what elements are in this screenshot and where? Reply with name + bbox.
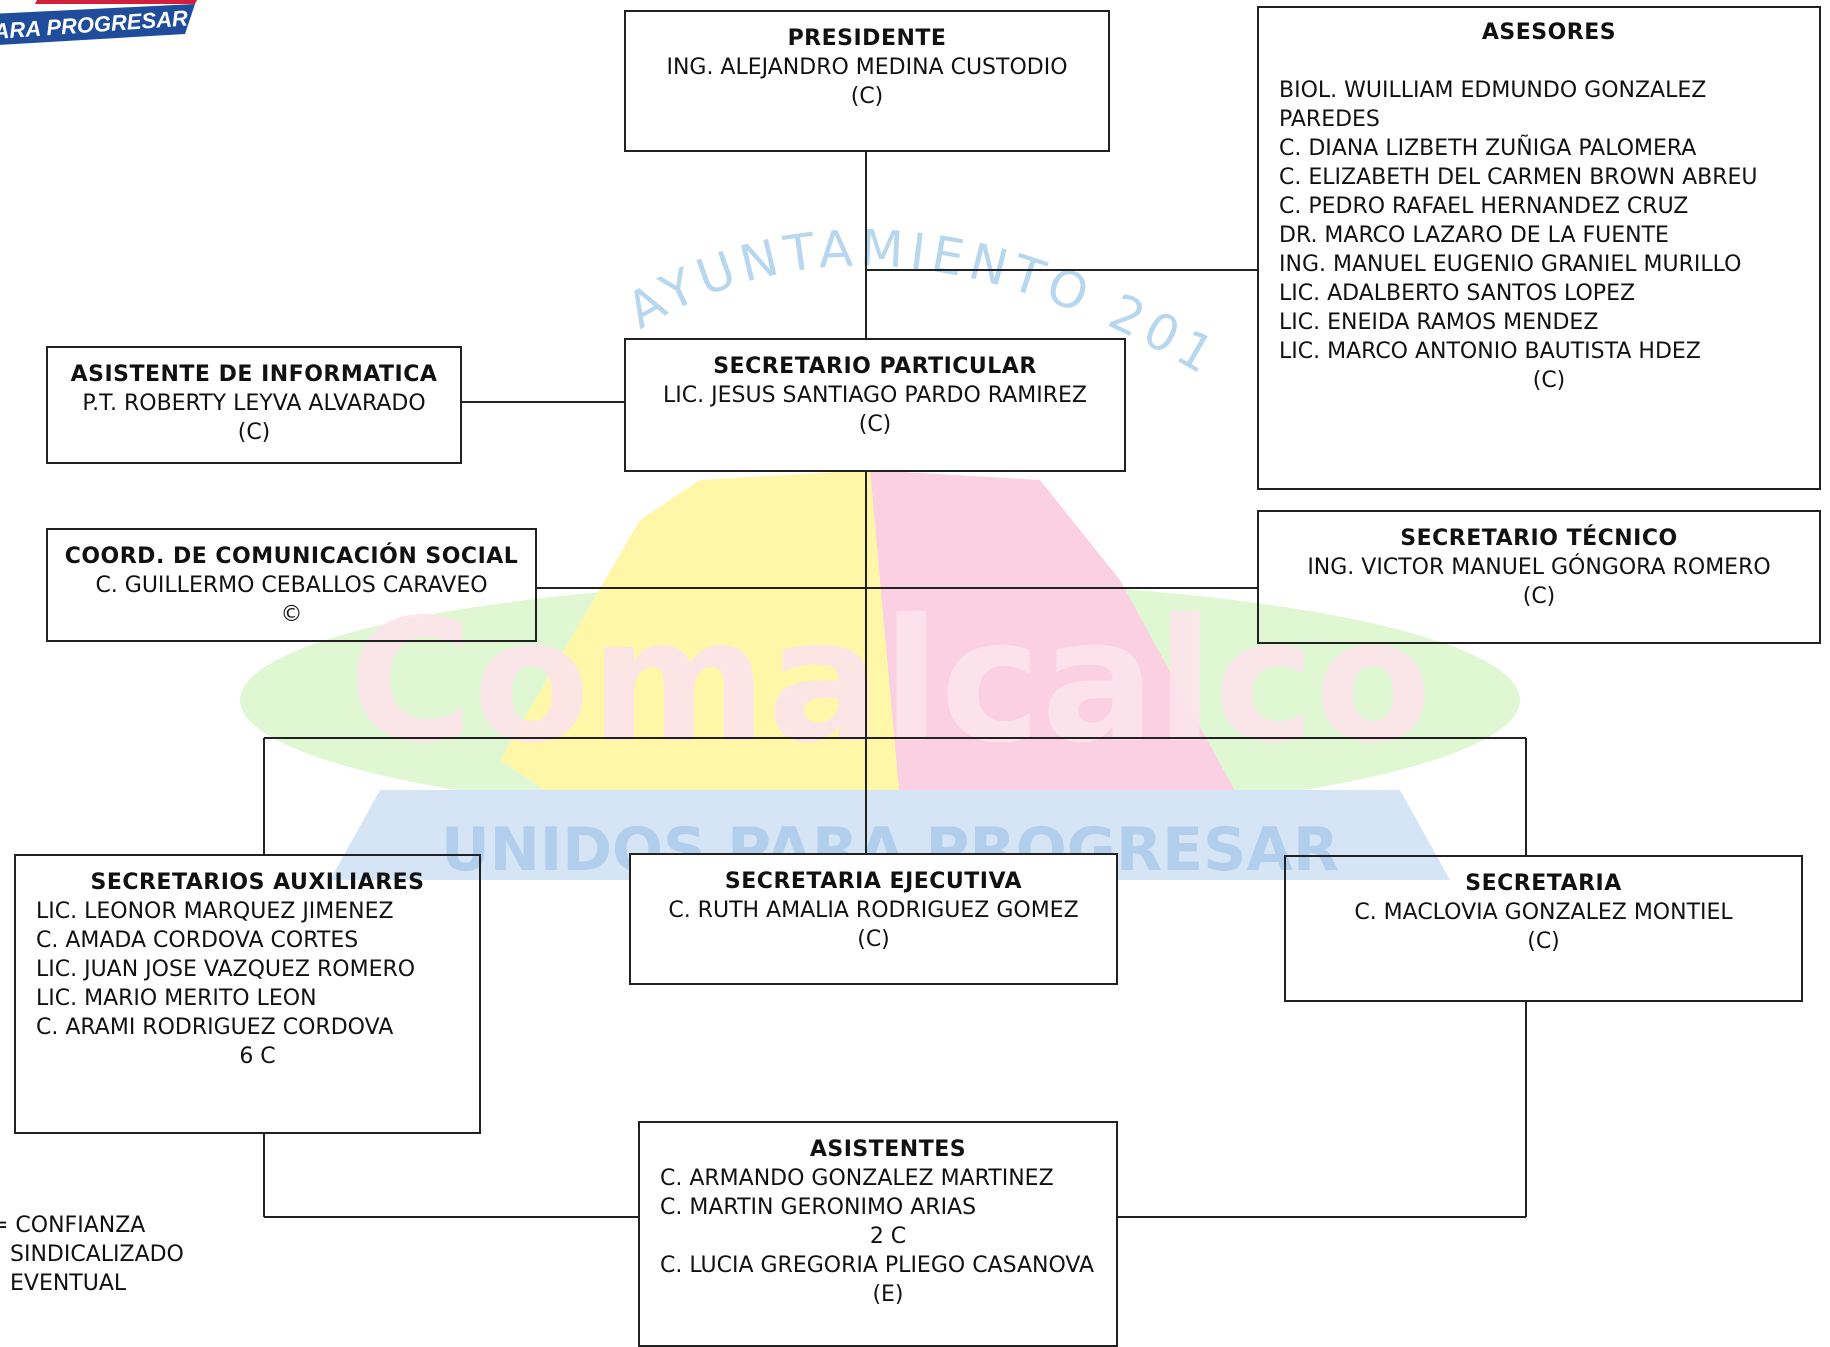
- ejecutiva-title: SECRETARIA EJECUTIVA: [724, 869, 1023, 894]
- watermark-yellow-pyramid: [500, 470, 900, 800]
- asesores-member: C. PEDRO RAFAEL HERNANDEZ CRUZ: [1279, 194, 1689, 219]
- secretaria-status: (C): [1527, 929, 1560, 954]
- legend-item-eventual: EVENTUAL: [10, 1271, 127, 1296]
- box-asesores: ASESORES BIOL. WUILLIAM EDMUNDO GONZALEZ…: [1257, 6, 1821, 490]
- legend: = CONFIANZA SINDICALIZADO EVENTUAL: [0, 1211, 184, 1298]
- comunicacion-title: COORD. DE COMUNICACIÓN SOCIAL: [64, 544, 519, 569]
- asesores-title: ASESORES: [1481, 20, 1617, 45]
- asesores-member: ING. MANUEL EUGENIO GRANIEL MURILLO: [1279, 252, 1742, 277]
- auxiliares-member: LIC. MARIO MERITO LEON: [36, 986, 317, 1011]
- box-secretario-particular: SECRETARIO PARTICULAR LIC. JESUS SANTIAG…: [624, 338, 1126, 472]
- watermark-big-text: Comalcalco: [348, 583, 1431, 781]
- auxiliares-member: LIC. LEONOR MARQUEZ JIMENEZ: [36, 899, 394, 924]
- asistentes-member: C. ARMANDO GONZALEZ MARTINEZ: [660, 1166, 1054, 1191]
- asistentes-eventual-name: C. LUCIA GREGORIA PLIEGO CASANOVA: [660, 1253, 1095, 1278]
- tecnico-name: ING. VICTOR MANUEL GÓNGORA ROMERO: [1307, 555, 1771, 580]
- box-secretario-tecnico: SECRETARIO TÉCNICO ING. VICTOR MANUEL GÓ…: [1257, 510, 1821, 644]
- auxiliares-title: SECRETARIOS AUXILIARES: [90, 870, 425, 895]
- presidente-status: (C): [850, 84, 884, 109]
- asesores-member: LIC. ADALBERTO SANTOS LOPEZ: [1279, 281, 1636, 306]
- ejecutiva-name: C. RUTH AMALIA RODRIGUEZ GOMEZ: [668, 898, 1079, 923]
- box-secretaria: SECRETARIA C. MACLOVIA GONZALEZ MONTIEL …: [1284, 855, 1803, 1002]
- ejecutiva-status: (C): [857, 927, 890, 952]
- auxiliares-member: LIC. JUAN JOSE VAZQUEZ ROMERO: [36, 957, 416, 982]
- box-comunicacion-social: COORD. DE COMUNICACIÓN SOCIAL C. GUILLER…: [46, 528, 537, 642]
- asesores-status: (C): [1532, 368, 1566, 393]
- asesores-member: C. ELIZABETH DEL CARMEN BROWN ABREU: [1279, 165, 1758, 190]
- asesores-member: LIC. ENEIDA RAMOS MENDEZ: [1279, 310, 1599, 335]
- particular-name: LIC. JESUS SANTIAGO PARDO RAMIREZ: [663, 383, 1087, 408]
- asesores-member: LIC. MARCO ANTONIO BAUTISTA HDEZ: [1279, 339, 1701, 364]
- tecnico-status: (C): [1522, 584, 1556, 609]
- particular-title: SECRETARIO PARTICULAR: [713, 354, 1037, 379]
- asistentes-eventual-status: (E): [872, 1282, 904, 1307]
- auxiliares-member: C. ARAMI RODRIGUEZ CORDOVA: [36, 1015, 394, 1040]
- presidente-name: ING. ALEJANDRO MEDINA CUSTODIO: [666, 55, 1068, 80]
- asistentes-member: C. MARTIN GERONIMO ARIAS: [660, 1195, 977, 1220]
- auxiliares-member: C. AMADA CORDOVA CORTES: [36, 928, 359, 953]
- legend-item-confianza: = CONFIANZA: [0, 1213, 146, 1238]
- box-asistente-informatica: ASISTENTE DE INFORMATICA P.T. ROBERTY LE…: [46, 346, 462, 464]
- auxiliares-count: 6 C: [239, 1044, 276, 1069]
- tecnico-title: SECRETARIO TÉCNICO: [1400, 526, 1678, 551]
- comunicacion-status: ©: [280, 602, 303, 627]
- comunicacion-name: C. GUILLERMO CEBALLOS CARAVEO: [95, 573, 488, 598]
- logo-red-bar: [35, 0, 197, 4]
- presidente-title: PRESIDENTE: [787, 26, 947, 51]
- box-secretaria-ejecutiva: SECRETARIA EJECUTIVA C. RUTH AMALIA RODR…: [629, 853, 1118, 985]
- watermark-pink-pyramid: [870, 470, 1240, 800]
- particular-status: (C): [858, 412, 892, 437]
- box-presidente: PRESIDENTE ING. ALEJANDRO MEDINA CUSTODI…: [624, 10, 1110, 152]
- secretaria-title: SECRETARIA: [1465, 871, 1622, 896]
- asesores-member: BIOL. WUILLIAM EDMUNDO GONZALEZ: [1279, 78, 1707, 103]
- informatica-name: P.T. ROBERTY LEYVA ALVARADO: [82, 391, 426, 416]
- legend-item-sindicalizado: SINDICALIZADO: [10, 1242, 184, 1267]
- logo-blue-banner: [0, 4, 195, 45]
- asesores-member: C. DIANA LIZBETH ZUÑIGA PALOMERA: [1279, 136, 1697, 161]
- logo: ARA PROGRESAR: [0, 0, 197, 45]
- box-secretarios-auxiliares: SECRETARIOS AUXILIARES LIC. LEONOR MARQU…: [14, 854, 481, 1134]
- asesores-member: DR. MARCO LAZARO DE LA FUENTE: [1279, 223, 1669, 248]
- asistentes-title: ASISTENTES: [809, 1137, 967, 1162]
- box-asistentes: ASISTENTES C. ARMANDO GONZALEZ MARTINEZ …: [638, 1121, 1118, 1347]
- asistentes-count: 2 C: [869, 1224, 907, 1249]
- asesores-member: PAREDES: [1279, 107, 1380, 132]
- watermark-blue-band: [330, 790, 1450, 880]
- informatica-status: (C): [237, 420, 271, 445]
- informatica-title: ASISTENTE DE INFORMATICA: [70, 362, 438, 387]
- secretaria-name: C. MACLOVIA GONZALEZ MONTIEL: [1354, 900, 1733, 925]
